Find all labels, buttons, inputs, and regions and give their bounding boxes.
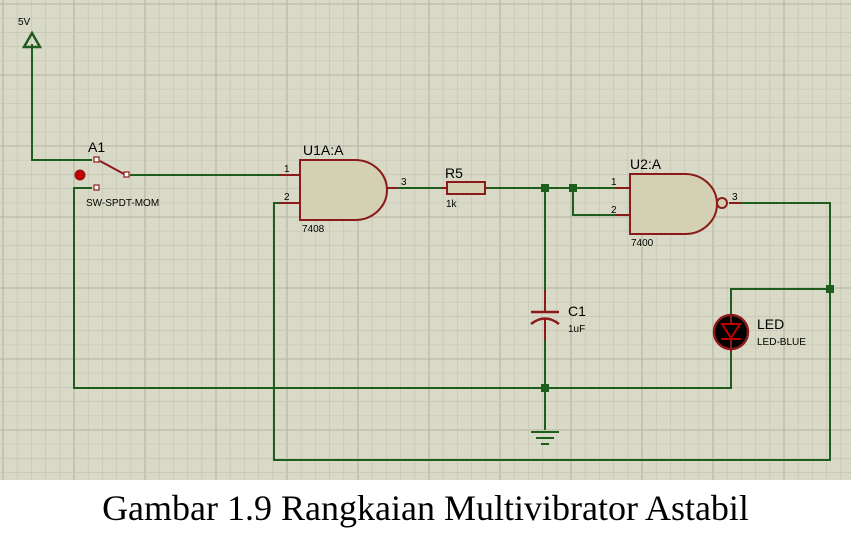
gate1-ref-label: U1A:A bbox=[303, 142, 344, 158]
resistor-value-label: 1k bbox=[446, 199, 458, 210]
switch-part-label: SW-SPDT-MOM bbox=[86, 198, 159, 209]
gate2-pin3-number: 3 bbox=[732, 192, 738, 203]
grid-lines bbox=[0, 0, 851, 480]
switch-blade bbox=[99, 160, 125, 175]
figure-caption: Gambar 1.9 Rangkaian Multivibrator Astab… bbox=[102, 488, 749, 528]
junctions bbox=[541, 184, 834, 392]
gate2-pin2-number: 2 bbox=[611, 205, 617, 216]
wire-gate2-out-loop bbox=[273, 202, 831, 461]
nand-gate-icon bbox=[629, 173, 718, 235]
junction-dot bbox=[826, 285, 834, 293]
wire-switch-nc-to-led bbox=[73, 187, 732, 389]
led-part-label: LED-BLUE bbox=[757, 337, 806, 348]
resistor-r5: R5 1k bbox=[442, 165, 488, 210]
capacitor-c1: C1 1uF bbox=[530, 290, 586, 340]
capacitor-value-label: 1uF bbox=[568, 324, 585, 335]
switch-contact bbox=[93, 184, 100, 191]
wire-gate2-tie bbox=[572, 188, 616, 216]
resistor-icon bbox=[446, 181, 486, 195]
junction-dot bbox=[541, 184, 549, 192]
gate2-pin1-number: 1 bbox=[611, 177, 617, 188]
nand-bubble-icon bbox=[716, 197, 728, 209]
capacitor-ref-label: C1 bbox=[568, 303, 586, 319]
led-blue: LED LED-BLUE bbox=[712, 313, 806, 352]
junction-dot bbox=[569, 184, 577, 192]
gate1-part-label: 7408 bbox=[302, 224, 325, 235]
led-ref-label: LED bbox=[757, 316, 784, 332]
switch-a1: A1 SW-SPDT-MOM bbox=[74, 139, 159, 209]
circuit-schematic: 5V A1 SW-SPDT-MOM U1A:A 7408 1 2 3 R5 1k bbox=[0, 0, 851, 480]
gate2-ref-label: U2:A bbox=[630, 156, 662, 172]
and-gate-icon bbox=[299, 159, 388, 221]
switch-contact bbox=[93, 156, 100, 163]
gate1-pin1-number: 1 bbox=[284, 164, 290, 175]
junction-dot bbox=[541, 384, 549, 392]
grid-background bbox=[0, 0, 851, 480]
capacitor-curved-plate-icon bbox=[530, 317, 560, 326]
wire-5v-to-switch bbox=[31, 44, 92, 161]
switch-ref-label: A1 bbox=[88, 139, 105, 155]
switch-actuator-icon bbox=[74, 169, 86, 181]
resistor-ref-label: R5 bbox=[445, 165, 463, 181]
wire-to-led-anode bbox=[730, 288, 830, 318]
power-terminal: 5V bbox=[18, 17, 43, 49]
gate-u2a: U2:A 7400 1 2 3 bbox=[611, 156, 742, 249]
gate-u1a: U1A:A 7408 1 2 3 bbox=[279, 142, 407, 235]
gate2-part-label: 7400 bbox=[631, 238, 654, 249]
gate1-pin3-number: 3 bbox=[401, 177, 407, 188]
gate1-pin2-number: 2 bbox=[284, 192, 290, 203]
power-arrow-icon bbox=[21, 30, 43, 49]
switch-contact bbox=[123, 171, 130, 178]
power-label: 5V bbox=[18, 17, 31, 28]
ground-symbol bbox=[531, 431, 559, 445]
wires bbox=[31, 44, 831, 461]
